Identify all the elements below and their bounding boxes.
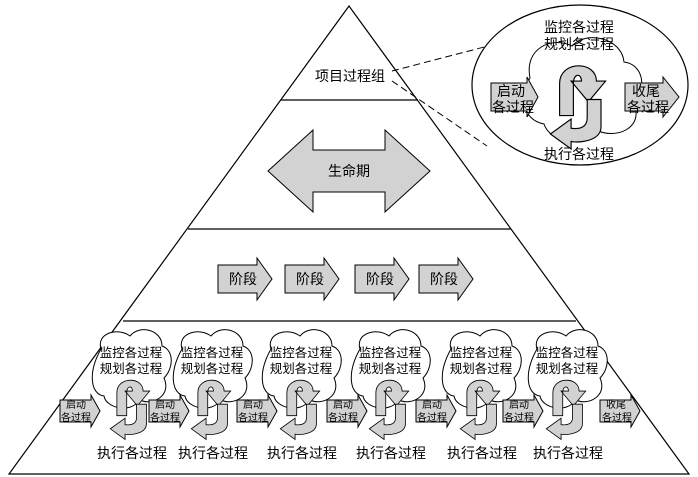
svg-text:各过程: 各过程 [328, 411, 358, 424]
process-group: 监控各过程 规划各过程 执行各过程 [527, 329, 608, 462]
callout-line-lower [391, 80, 488, 147]
initiate-arrow: 启动 各过程 [502, 394, 544, 428]
phase-arrow: 阶段 [418, 256, 474, 302]
svg-text:各过程: 各过程 [492, 100, 534, 116]
execute-label: 执行各过程 [544, 147, 614, 163]
process-group: 监控各过程 规划各过程 执行各过程 [172, 329, 253, 462]
svg-text:规划各过程: 规划各过程 [270, 361, 333, 376]
svg-text:各过程: 各过程 [150, 411, 180, 424]
base-process-groups: 监控各过程 规划各过程 执行各过程 监控各过程 规划各过程 执行各过程 监控各过… [59, 329, 641, 462]
close-arrow: 收尾 各过程 [599, 394, 641, 428]
initiate-arrow: 启动 各过程 [326, 394, 368, 428]
svg-text:启动: 启动 [243, 398, 263, 411]
svg-text:监控各过程: 监控各过程 [270, 345, 333, 360]
svg-text:执行各过程: 执行各过程 [356, 446, 426, 462]
plan-label: 规划各过程 [544, 37, 614, 53]
svg-text:阶段: 阶段 [430, 272, 458, 288]
svg-text:执行各过程: 执行各过程 [97, 446, 167, 462]
svg-text:阶段: 阶段 [296, 272, 324, 288]
process-group: 监控各过程 规划各过程 执行各过程 [91, 329, 172, 462]
process-group-detail: 监控各过程 规划各过程 启动 各过程 收尾 各过程 执行各过程 [471, 4, 689, 166]
svg-text:各过程: 各过程 [238, 411, 268, 424]
svg-text:规划各过程: 规划各过程 [536, 361, 599, 376]
lifecycle-double-arrow [267, 128, 431, 214]
svg-text:执行各过程: 执行各过程 [533, 446, 603, 462]
phase-arrow: 阶段 [284, 256, 340, 302]
svg-text:规划各过程: 规划各过程 [450, 361, 513, 376]
svg-text:启动: 启动 [155, 398, 175, 411]
initiate-arrow: 启动 各过程 [490, 76, 539, 118]
svg-text:监控各过程: 监控各过程 [100, 345, 163, 360]
initiate-arrow: 启动 各过程 [148, 394, 190, 428]
initiate-arrow: 启动 各过程 [415, 394, 457, 428]
svg-text:启动: 启动 [497, 84, 525, 100]
svg-text:规划各过程: 规划各过程 [359, 361, 422, 376]
svg-text:规划各过程: 规划各过程 [181, 361, 244, 376]
process-group: 监控各过程 规划各过程 执行各过程 [350, 329, 431, 462]
svg-text:阶段: 阶段 [229, 272, 257, 288]
svg-text:执行各过程: 执行各过程 [267, 446, 337, 462]
svg-text:执行各过程: 执行各过程 [178, 446, 248, 462]
svg-text:启动: 启动 [66, 398, 86, 411]
svg-text:各过程: 各过程 [602, 411, 632, 424]
svg-text:各过程: 各过程 [417, 411, 447, 424]
process-groups-label: 项目过程组 [315, 69, 385, 85]
svg-text:各过程: 各过程 [504, 411, 534, 424]
svg-text:启动: 启动 [422, 398, 442, 411]
svg-text:监控各过程: 监控各过程 [181, 345, 244, 360]
svg-text:启动: 启动 [333, 398, 353, 411]
svg-text:规划各过程: 规划各过程 [100, 361, 163, 376]
phase-arrow: 阶段 [354, 256, 410, 302]
process-group: 监控各过程 规划各过程 执行各过程 [441, 329, 522, 462]
svg-text:监控各过程: 监控各过程 [359, 345, 422, 360]
process-group: 监控各过程 规划各过程 执行各过程 [261, 329, 342, 462]
svg-text:阶段: 阶段 [366, 272, 394, 288]
svg-text:启动: 启动 [509, 398, 529, 411]
svg-text:各过程: 各过程 [627, 100, 669, 116]
close-arrow: 收尾 各过程 [624, 75, 680, 119]
monitor-label: 监控各过程 [544, 20, 614, 36]
phase-arrow: 阶段 [217, 256, 273, 302]
svg-text:执行各过程: 执行各过程 [447, 446, 517, 462]
svg-text:监控各过程: 监控各过程 [450, 345, 513, 360]
callout-line-upper [391, 45, 489, 72]
lifecycle-label: 生命期 [328, 163, 370, 180]
svg-text:收尾: 收尾 [606, 398, 626, 411]
initiate-arrow: 启动 各过程 [236, 394, 278, 428]
svg-text:收尾: 收尾 [632, 84, 660, 100]
svg-text:各过程: 各过程 [61, 411, 91, 424]
svg-text:监控各过程: 监控各过程 [536, 345, 599, 360]
initiate-arrow: 启动 各过程 [59, 394, 101, 428]
